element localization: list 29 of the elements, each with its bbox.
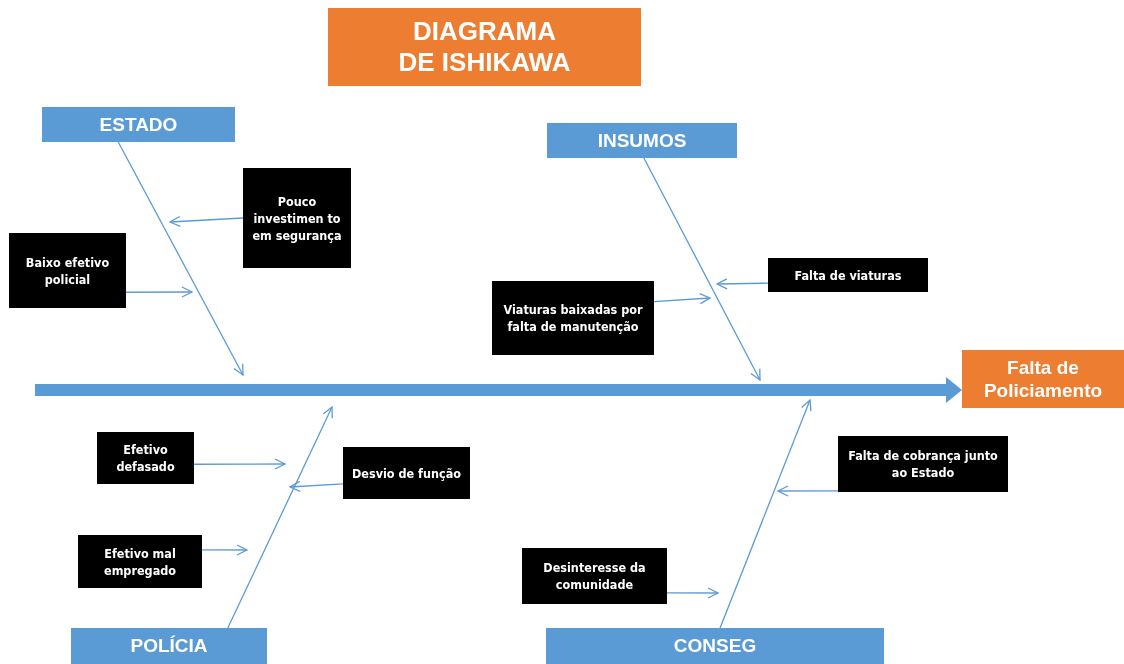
arrow: [227, 406, 333, 629]
cause-box: Desvio de função: [343, 447, 470, 499]
cause-box: Desinteresse da comunidade: [522, 548, 667, 604]
arrow: [653, 293, 711, 305]
title-banner: DIAGRAMA DE ISHIKAWA: [328, 8, 641, 86]
arrow: [719, 399, 812, 629]
arrow: [666, 587, 719, 599]
arrow: [777, 485, 839, 497]
spine-arrow: [35, 377, 962, 403]
arrow: [193, 458, 286, 470]
cause-box: Viaturas baixadas por falta de manutenção: [492, 281, 654, 355]
arrow: [201, 544, 248, 556]
arrow: [716, 278, 769, 290]
arrow: [117, 141, 244, 376]
arrow: [289, 480, 344, 493]
arrow: [125, 286, 193, 298]
cause-box: Efetivo mal empregado: [78, 535, 202, 588]
cause-box: Efetivo defasado: [97, 432, 194, 484]
cause-box: Falta de cobrança junto ao Estado: [838, 436, 1008, 492]
effect-box: Falta de Policiamento: [962, 350, 1124, 408]
category-box: INSUMOS: [547, 123, 737, 158]
category-box: CONSEG: [546, 628, 884, 664]
arrow: [169, 215, 244, 228]
category-box: POLÍCIA: [71, 628, 267, 664]
category-box: ESTADO: [42, 107, 235, 142]
cause-box: Baixo efetivo policial: [9, 233, 126, 308]
cause-box: Falta de viaturas: [768, 258, 928, 292]
cause-box: Pouco investimen to em segurança: [243, 168, 351, 268]
arrow: [643, 157, 761, 381]
